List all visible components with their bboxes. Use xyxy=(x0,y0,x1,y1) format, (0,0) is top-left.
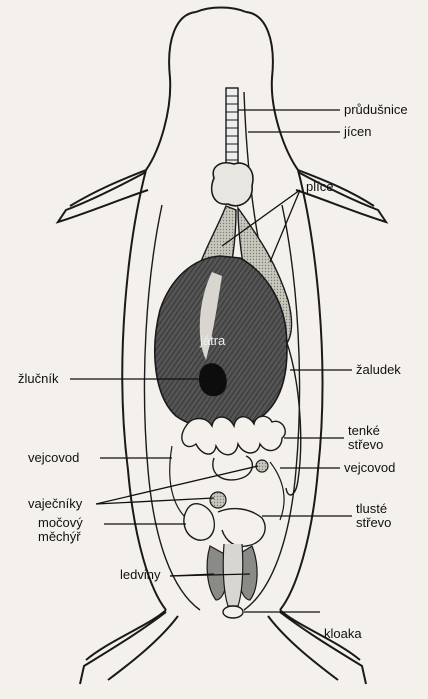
large-intestine xyxy=(218,509,265,547)
label-tluste-strevo: tlusté střevo xyxy=(356,502,406,530)
urinary-bladder xyxy=(184,504,214,540)
label-mocovy-mechyr: močový měchýř xyxy=(38,516,98,544)
hind-leg-right xyxy=(268,612,366,684)
label-ledviny: ledviny xyxy=(120,568,160,582)
front-leg-left xyxy=(58,172,148,222)
label-zlucnik: žlučník xyxy=(18,372,58,386)
larynx xyxy=(212,163,253,206)
label-vajecniky: vaječníky xyxy=(28,497,82,511)
label-plice: plíce xyxy=(306,180,333,194)
hind-leg-left xyxy=(80,612,178,684)
leader-vajecniky-b xyxy=(96,466,258,504)
ovary xyxy=(210,492,226,508)
intestine-loop xyxy=(213,456,253,480)
label-vejcovod-right: vejcovod xyxy=(344,461,395,475)
label-vejcovod-left: vejcovod xyxy=(28,451,79,465)
label-tenke-strevo: tenké střevo xyxy=(348,424,398,452)
label-prudusnice: průdušnice xyxy=(344,103,408,117)
label-jicen: jícen xyxy=(344,125,371,139)
label-jatra: játra xyxy=(200,334,225,348)
oviduct-right xyxy=(270,462,284,520)
label-zaludek: žaludek xyxy=(356,363,401,377)
cloaca xyxy=(223,606,243,618)
label-kloaka: kloaka xyxy=(324,627,362,641)
